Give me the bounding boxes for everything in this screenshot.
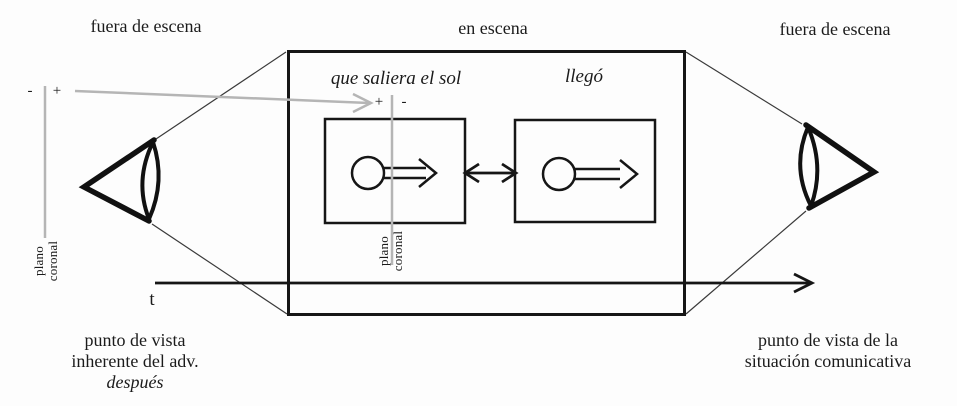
coronal-plane-scene-label: plano coronal [376, 223, 405, 279]
gray-axes [43, 86, 394, 265]
label-event-subordinate: que saliera el sol [330, 68, 462, 89]
caption-left-line3: después [106, 372, 164, 392]
perspective-line-top-right [685, 51, 803, 125]
perspective-line-bottom-left [151, 223, 288, 315]
left-eye-icon [78, 137, 161, 224]
label-on-scene: en escena [458, 18, 528, 38]
right-eye-icon [798, 122, 880, 211]
caption-left-line1: punto de vista [84, 330, 186, 350]
deictic-arrow-head [352, 92, 374, 114]
perspective-line-top-left [155, 51, 287, 140]
polarity-outer-plus: + [52, 83, 62, 99]
perspective-line-bottom-right [685, 210, 807, 315]
label-off-scene-left: fuera de escena [90, 16, 202, 36]
coronal-plane-scene-line1: plano [376, 236, 391, 266]
polarity-scene-minus: - [401, 94, 407, 110]
timeline-arrow [155, 272, 816, 294]
event-box-left [323, 117, 467, 225]
caption-right-line1: punto de vista de la [758, 330, 898, 350]
label-off-scene-right: fuera de escena [779, 19, 891, 39]
caption-left: punto de vista inherente del adv. despué… [35, 330, 235, 393]
deictic-arrow-shaft [74, 89, 370, 105]
caption-right-line2: situación comunicativa [744, 351, 912, 371]
coronal-plane-outer-label: plano coronal [31, 233, 60, 289]
perspective-lines [151, 51, 807, 315]
caption-left-line2: inherente del adv. [71, 351, 199, 371]
scene-box [287, 50, 686, 316]
coronal-plane-scene-line2: coronal [390, 230, 405, 272]
coronal-plane-outer-line2: coronal [45, 240, 60, 282]
timeline-label: t [149, 289, 155, 310]
caption-right: punto de vista de la situación comunicat… [723, 330, 933, 372]
polarity-outer-minus: - [27, 83, 33, 99]
label-event-main: llegó [565, 66, 603, 87]
motion-arrow-right [575, 159, 639, 189]
coronal-plane-outer-line1: plano [31, 246, 46, 276]
participant-circle-left [350, 155, 386, 191]
polarity-scene-plus: + [374, 94, 384, 110]
bidirectional-arrow [462, 162, 519, 184]
participant-circle-right [541, 156, 577, 192]
